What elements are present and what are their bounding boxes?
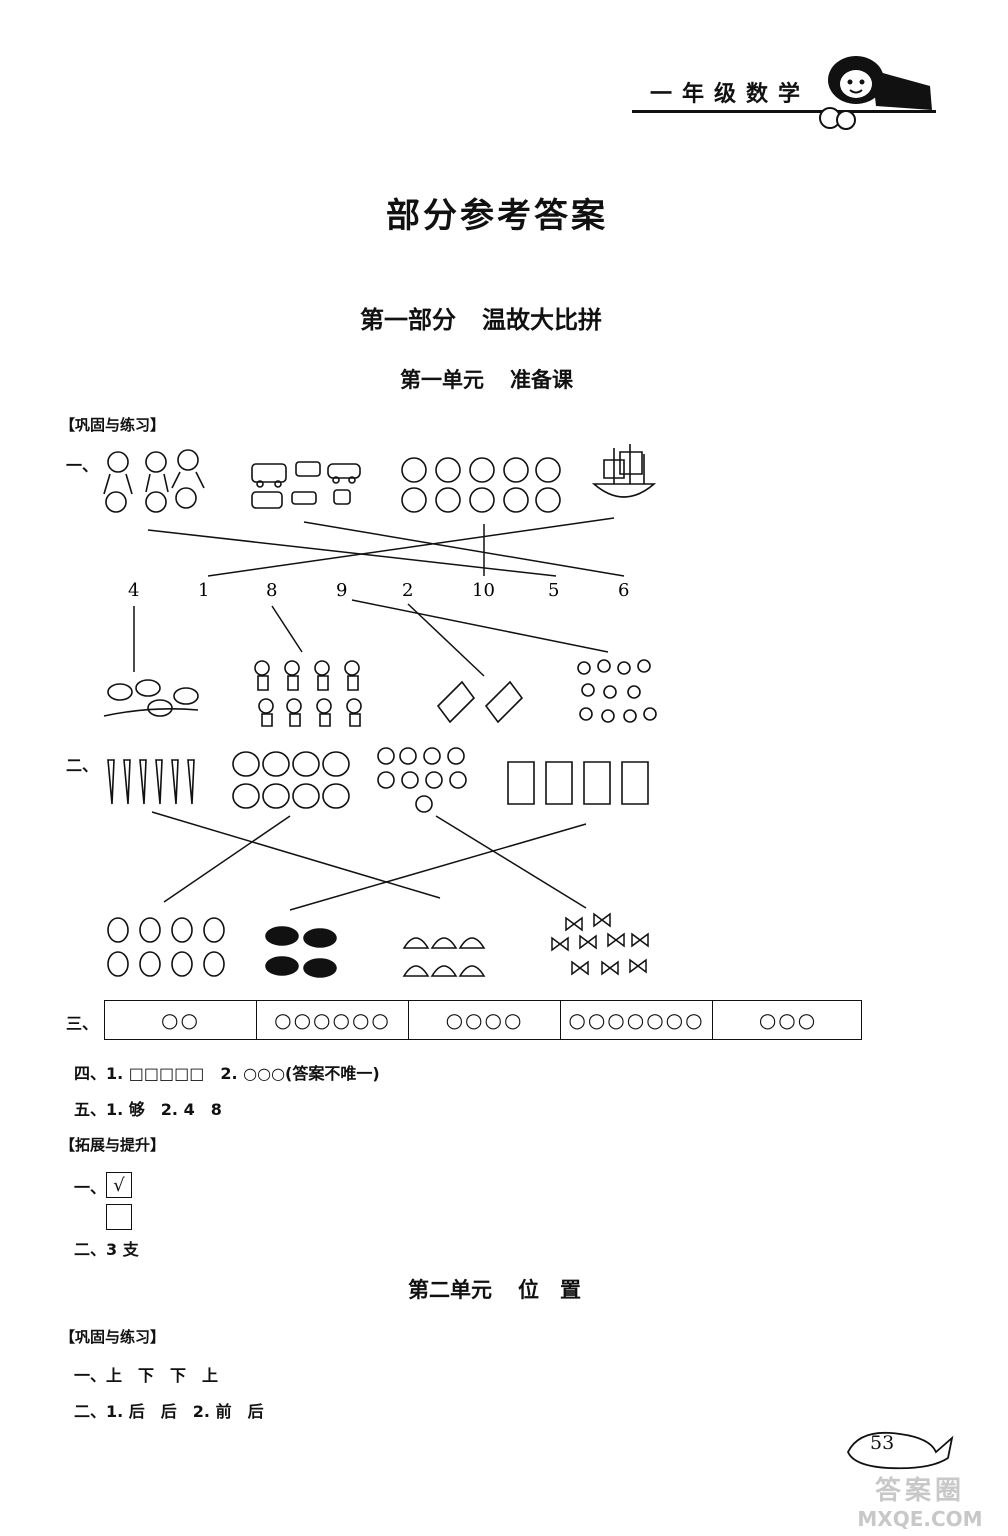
children-picture xyxy=(254,660,362,727)
mushrooms-picture xyxy=(577,659,657,723)
unit1-subtitle: 准备课 xyxy=(510,368,573,392)
unit2-title: 第二单元 位 置 xyxy=(408,1274,581,1304)
unit2-q1-answer: 一、上 下 下 上 xyxy=(74,1366,219,1385)
q3-cell: ○○○○○○○ xyxy=(561,1001,713,1039)
q4-answer: 四、1. □□□□□ 2. ○○○(答案不唯一) xyxy=(74,1064,380,1083)
q1-number-8: 6 xyxy=(618,580,629,601)
q1-number-1: 4 xyxy=(128,580,139,601)
suns-picture xyxy=(401,457,561,513)
q1-number-5: 2 xyxy=(402,580,413,601)
header-title: 一年级数学 xyxy=(650,82,811,107)
unit2-practice-heading: 【巩固与练习】 xyxy=(60,1328,166,1346)
q3-cell: ○○ xyxy=(105,1001,257,1039)
q1-number-4: 9 xyxy=(336,580,347,601)
buns-picture xyxy=(402,937,486,977)
kettles-picture xyxy=(232,751,350,809)
q1-number-3: 8 xyxy=(266,580,277,601)
page-number-whale-icon xyxy=(847,1431,954,1470)
q2-lines xyxy=(151,811,587,911)
cars-picture xyxy=(251,461,361,509)
q5-answer: 五、1. 够 2. 4 8 xyxy=(74,1100,222,1119)
check-mark-icon: √ xyxy=(113,1174,125,1196)
q2-label: 二、 xyxy=(66,756,99,775)
unit2-name: 第二单元 xyxy=(408,1278,492,1302)
q3-cell: ○○○○○○ xyxy=(257,1001,409,1039)
q3-label: 三、 xyxy=(66,1014,99,1033)
ext1-empty-box xyxy=(106,1204,132,1230)
header-mascot-illustration xyxy=(819,56,932,130)
ext1-label: 一、 xyxy=(74,1178,107,1197)
birds-picture xyxy=(103,679,199,717)
jugs-picture xyxy=(507,761,649,805)
part-name: 第一部分 xyxy=(360,306,456,334)
q1-top-lines xyxy=(147,517,625,577)
watermark-line2: MXQE.COM xyxy=(857,1507,983,1531)
page-title: 部分参考答案 xyxy=(386,196,608,236)
unit1-extend-heading: 【拓展与提升】 xyxy=(60,1136,166,1154)
part-subtitle: 温故大比拼 xyxy=(482,306,602,334)
eggplants-picture xyxy=(265,926,337,978)
unit2-subtitle: 位 置 xyxy=(518,1278,581,1302)
q3-cell: ○○○○ xyxy=(409,1001,561,1039)
unit1-name: 第一单元 xyxy=(400,368,484,392)
rabbits-picture xyxy=(107,917,225,977)
ext2-answer: 二、3 支 xyxy=(74,1240,139,1259)
watermark: 答案圈 MXQE.COM xyxy=(840,1470,1000,1531)
watering-cans-picture xyxy=(377,747,467,813)
q1-number-6: 10 xyxy=(472,580,495,601)
q1-matching-figure: 4 1 8 9 2 10 5 6 xyxy=(103,444,657,727)
q1-label: 一、 xyxy=(66,456,99,475)
q3-answer-table: ○○ ○○○○○○ ○○○○ ○○○○○○○ ○○○ xyxy=(104,1000,862,1040)
carrots-picture xyxy=(107,759,195,805)
header-rule xyxy=(632,110,936,113)
page-number: 53 xyxy=(870,1432,895,1454)
q1-number-7: 5 xyxy=(548,580,559,601)
watermark-line1: 答案圈 xyxy=(874,1476,965,1506)
q1-bottom-lines xyxy=(133,599,609,677)
monkeys-picture xyxy=(103,449,205,513)
unit2-q2-answer: 二、1. 后 后 2. 前 后 xyxy=(74,1402,264,1421)
q1-number-2: 1 xyxy=(198,580,209,601)
ext1-checked-box: √ xyxy=(106,1172,132,1198)
q2-matching-figure xyxy=(107,747,649,978)
ship-picture xyxy=(591,444,657,498)
chairs-picture xyxy=(436,680,524,724)
unit1-practice-heading: 【巩固与练习】 xyxy=(60,416,166,434)
butterflies-picture xyxy=(551,912,649,976)
part-title: 第一部分温故大比拼 xyxy=(360,300,602,335)
unit1-title: 第一单元 准备课 xyxy=(400,364,573,394)
q3-cell: ○○○ xyxy=(758,1008,818,1032)
